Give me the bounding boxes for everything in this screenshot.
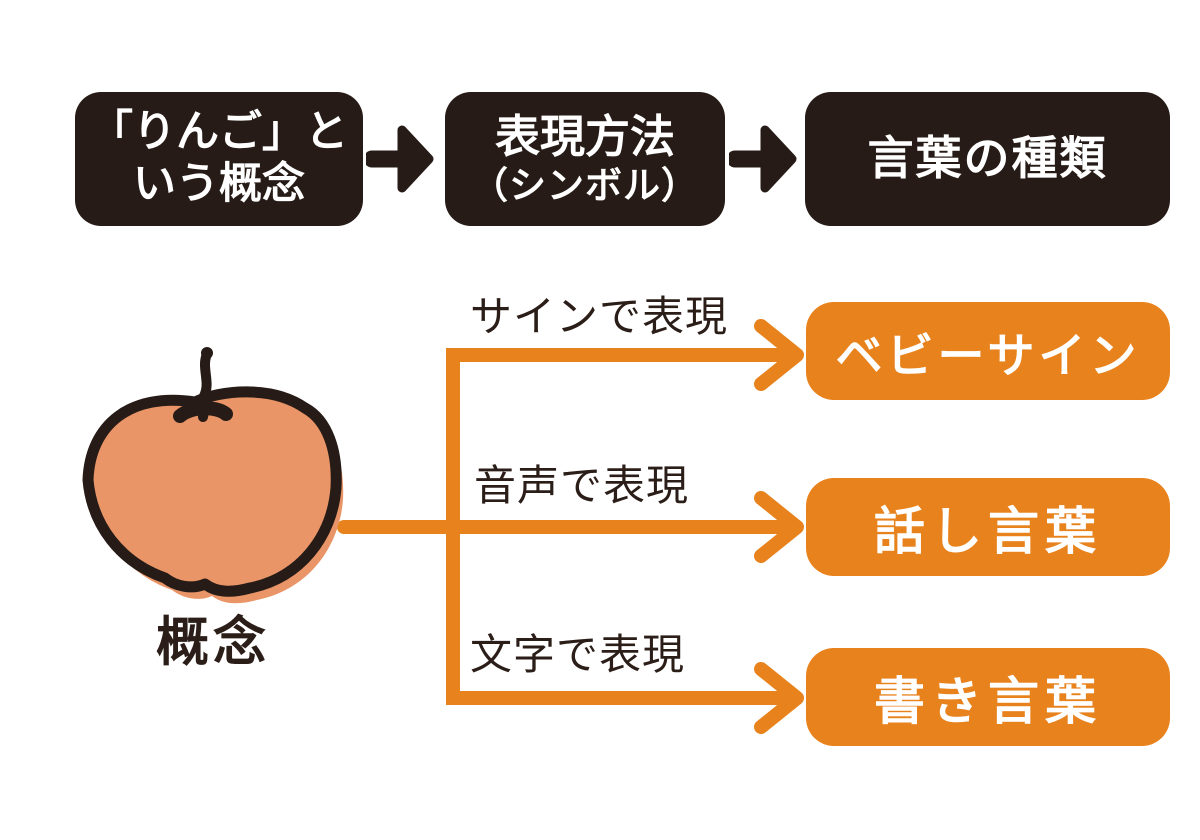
concept-of-apple-box: 「りんご」と いう概念 (75, 92, 363, 226)
box-label-line: 言葉の種類 (867, 132, 1108, 185)
box-label-line: 表現方法 (494, 110, 675, 162)
result-label: ベビーサイン (835, 328, 1141, 382)
branch-caption-sign: サインで表現 (470, 293, 729, 340)
expression-method-box: 表現方法 （シンボル） (445, 92, 725, 226)
apple-illustration (82, 347, 344, 604)
baby-sign-box: ベビーサイン (806, 302, 1170, 400)
right-arrow-icon (729, 125, 797, 193)
concept-label: 概念 (156, 613, 270, 672)
box-label-line: いう概念 (133, 160, 305, 208)
result-label: 話し言葉 (873, 503, 1102, 560)
result-label: 書き言葉 (873, 673, 1102, 730)
written-language-box: 書き言葉 (806, 648, 1170, 746)
box-label-line: 「りんご」と (90, 108, 348, 157)
right-arrow-icon (366, 125, 434, 193)
word-types-box: 言葉の種類 (805, 92, 1170, 226)
spoken-language-box: 話し言葉 (806, 478, 1170, 576)
branch-caption-voice: 音声で表現 (474, 462, 690, 509)
box-label-line: （シンボル） (471, 164, 699, 206)
branch-caption-writing: 文字で表現 (470, 631, 686, 678)
